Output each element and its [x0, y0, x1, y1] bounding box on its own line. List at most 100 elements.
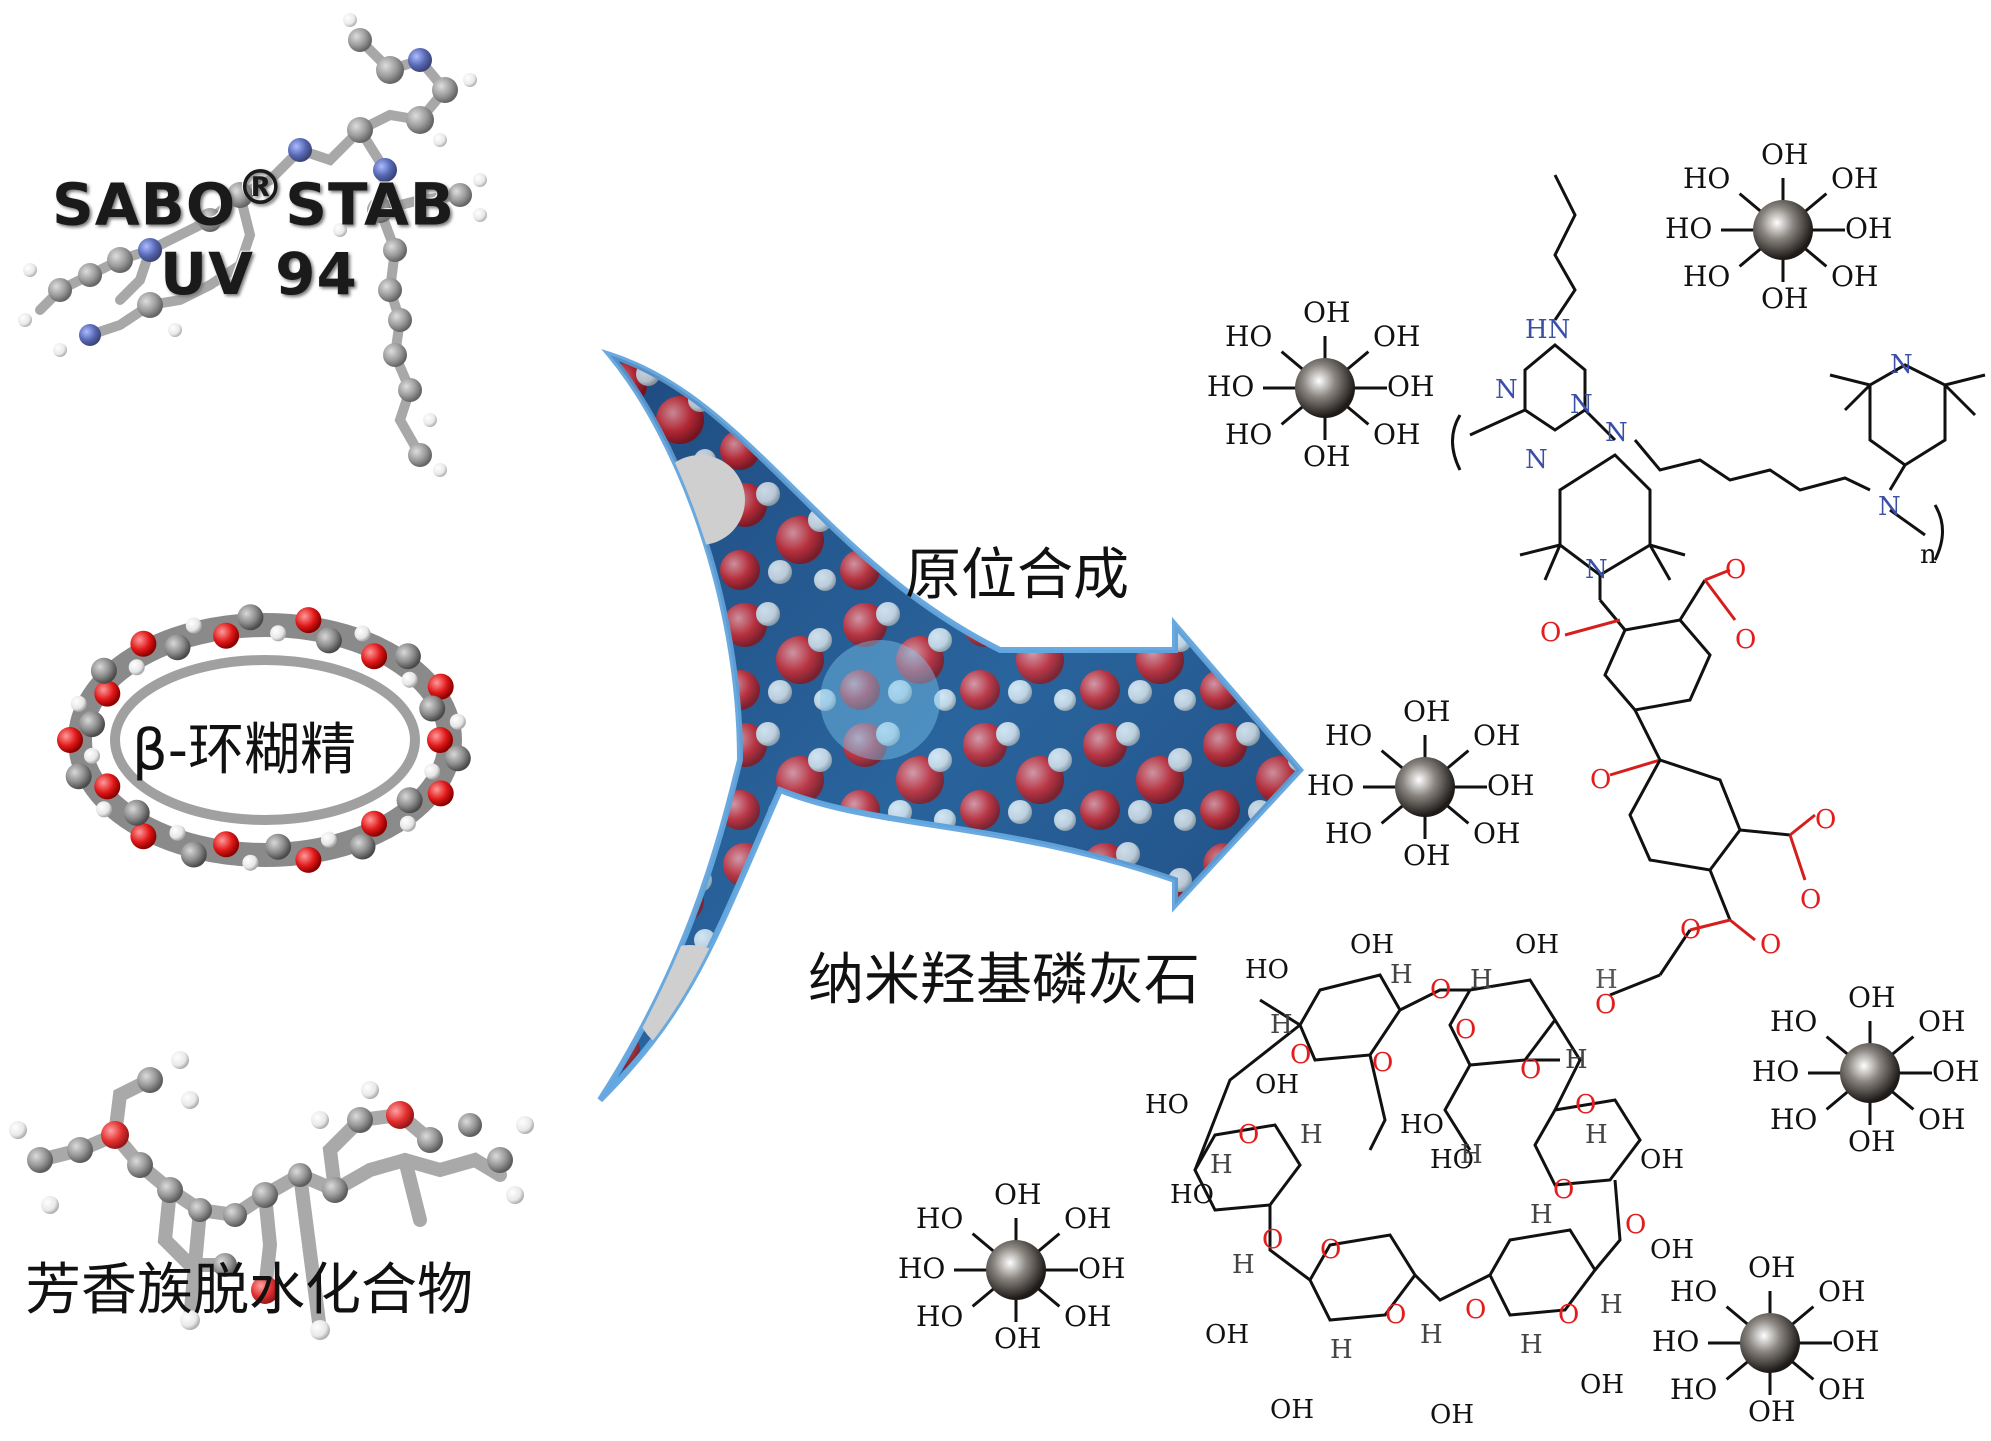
oxygen-label: O [1760, 930, 1782, 960]
hydroxyapatite-particle [1721, 178, 1845, 282]
cyclodextrin-atom [130, 823, 157, 850]
oxygen-label: O [1320, 1235, 1342, 1265]
hydroxyapatite-particles [954, 178, 1932, 1395]
hydroxyl-label: OH [1373, 418, 1421, 451]
hydroxyl-label: HO [1770, 1103, 1818, 1136]
cyclodextrin-atom [65, 763, 92, 790]
cyclodextrin-atom [128, 659, 145, 676]
hydroxyl-label: OH [1580, 1370, 1624, 1400]
cyclodextrin-atom [94, 680, 121, 707]
hydroxyl-label: HO [1670, 1373, 1718, 1406]
hydroxyl-label: HO [916, 1202, 964, 1235]
hydroxyl-label: OH [1831, 162, 1879, 195]
hydroxyl-label: OH [1748, 1395, 1796, 1428]
hydroxyl-label: OH [1650, 1235, 1694, 1265]
hydroxyl-label: HO [1652, 1325, 1700, 1358]
hydroxyl-label: OH [1473, 719, 1521, 752]
cyclodextrin-atom [399, 815, 416, 832]
oxygen-label: O [1575, 1090, 1597, 1120]
hydroxyl-label: OH [1064, 1202, 1112, 1235]
cyclodextrin-atom [401, 671, 418, 688]
nitrogen-label: N [1605, 418, 1628, 448]
oxygen-label: O [1680, 915, 1702, 945]
hydroxyapatite-particle [1808, 1021, 1932, 1125]
oxygen-label: O [1815, 805, 1837, 835]
cyclodextrin-atom [130, 630, 157, 657]
hydrogen-label: H [1232, 1250, 1255, 1280]
oxygen-label: O [1595, 990, 1617, 1020]
cyclodextrin-atom [361, 643, 388, 670]
hydroxyl-label: OH [994, 1322, 1042, 1355]
oxygen-label: O [1558, 1300, 1580, 1330]
cyclodextrin-atom [394, 643, 421, 670]
oxygen-label: O [1455, 1015, 1477, 1045]
hydrogen-label: H [1210, 1150, 1233, 1180]
cyclodextrin-atom [449, 713, 466, 730]
oxygen-label: O [1430, 975, 1452, 1005]
oxygen-label: O [1725, 555, 1747, 585]
hydrogen-label: H [1595, 965, 1618, 995]
oxygen-label: O [1800, 885, 1822, 915]
oxygen-label: O [1625, 1210, 1647, 1240]
oxygen-label: O [1465, 1295, 1487, 1325]
hydroxyl-label: OH [1430, 1400, 1474, 1430]
hydroxyl-label: OH [1918, 1103, 1966, 1136]
cyclodextrin-atom [427, 673, 454, 700]
hydroxyl-label: OH [1640, 1145, 1684, 1175]
hydroxyapatite-particle [1708, 1291, 1832, 1395]
hydroxyl-label: OH [1818, 1275, 1866, 1308]
hydroxyl-label: HO [1245, 955, 1289, 985]
oxygen-label: O [1262, 1225, 1284, 1255]
cyclodextrin-atom [185, 617, 202, 634]
hydroxyl-label: OH [1515, 930, 1559, 960]
cyclodextrin-atom [270, 625, 287, 642]
cyclodextrin-atom [213, 622, 240, 649]
hydroxyl-label: OH [1303, 296, 1351, 329]
nitrogen-label: N [1495, 375, 1518, 405]
hydrogen-label: H [1460, 1140, 1483, 1170]
hydroxyl-label: HO [1665, 212, 1713, 245]
cyclodextrin-atom [320, 831, 337, 848]
hydroxyl-label: OH [1845, 212, 1893, 245]
nitrogen-label: N [1525, 445, 1548, 475]
hydrogen-label: H [1520, 1330, 1543, 1360]
cyclodextrin-atom [354, 625, 371, 642]
sabostab-label-stab: STAB [285, 170, 456, 239]
hydroxyl-label: HO [1307, 769, 1355, 802]
cyclodextrin-atom [164, 634, 191, 661]
oxygen-label: O [1520, 1055, 1542, 1085]
cyclodextrin-atom [169, 824, 186, 841]
hydroxyl-label: HO [1752, 1055, 1800, 1088]
cyclodextrin-atom [427, 780, 454, 807]
hydroxyl-label: OH [1918, 1005, 1966, 1038]
cyclodextrin-atom [84, 747, 100, 764]
cyclodextrin-atom [361, 810, 388, 837]
cyclodextrin-atom [349, 833, 376, 860]
hydrogen-label: H [1300, 1120, 1323, 1150]
cyclodextrin-atom [123, 799, 150, 826]
hydrogen-label: H [1270, 1010, 1293, 1040]
hydroxyl-label: HO [1400, 1110, 1444, 1140]
oxygen-label: O [1540, 618, 1562, 648]
sabostab-label-sabo: SABO [52, 170, 237, 239]
hydroxyapatite-particle [1263, 336, 1387, 440]
cyclodextrin-atom [315, 627, 342, 654]
cyclodextrin-atom [95, 801, 112, 818]
oxygen-label: O [1735, 625, 1757, 655]
hydrogen-label: H [1585, 1120, 1608, 1150]
hydroxyl-label: OH [1270, 1395, 1314, 1425]
oxygen-label: O [1372, 1048, 1394, 1078]
hydroxyl-label: HO [1770, 1005, 1818, 1038]
cyclodextrin-atom [57, 727, 83, 753]
hydrogen-label: H [1390, 960, 1413, 990]
cyclodextrin-atom [444, 745, 471, 772]
nitrogen-label: N [1570, 390, 1593, 420]
sabostab-label-line2: UV 94 [160, 240, 358, 308]
nitrogen-label: N [1890, 350, 1913, 380]
hydroxyl-label: HO [916, 1300, 964, 1333]
hydroxyl-label: HO [1683, 260, 1731, 293]
aromatic-dianhydride-molecule [9, 1051, 534, 1340]
aromatic-anhydride-label: 芳香族脱水化合物 [25, 1258, 473, 1323]
hydroxyapatite-particle [954, 1218, 1078, 1322]
cyclodextrin-atom [265, 833, 292, 860]
